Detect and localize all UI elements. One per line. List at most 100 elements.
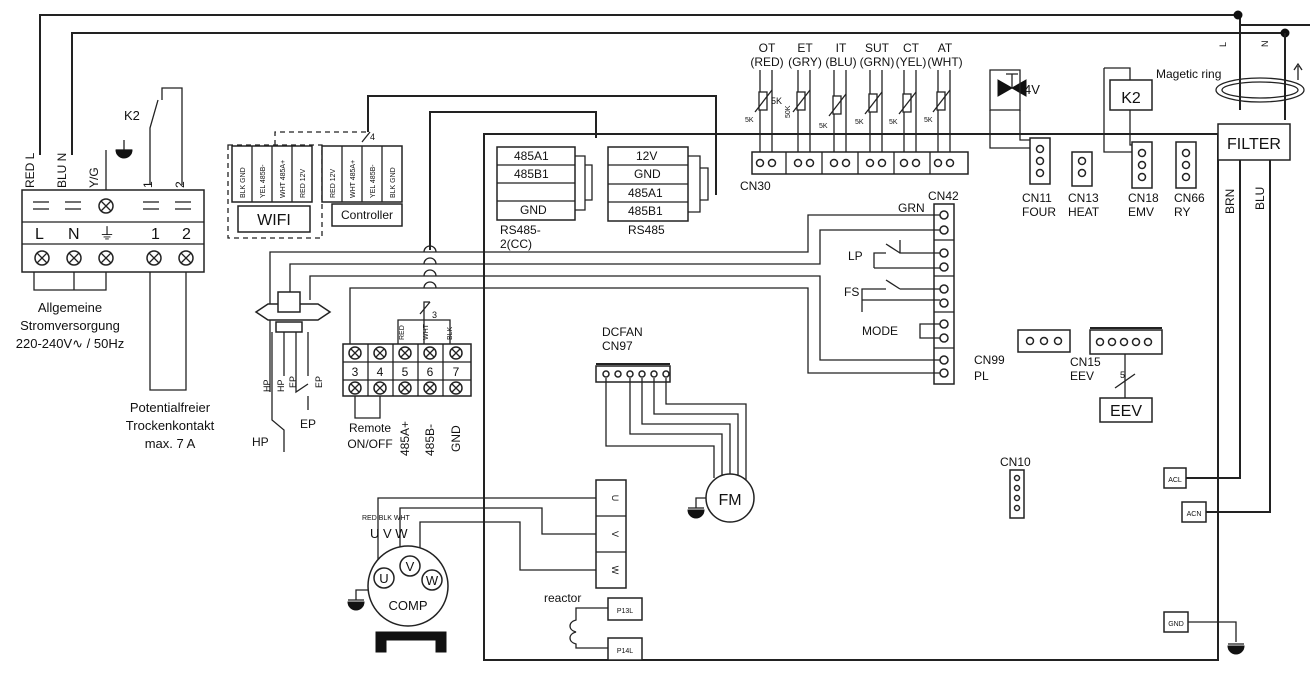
svg-text:EEV: EEV xyxy=(1070,369,1094,383)
controller-wire-count: 4 xyxy=(370,132,375,142)
svg-text:(YEL): (YEL) xyxy=(896,55,927,69)
svg-text:MODE: MODE xyxy=(862,324,898,338)
filter-top-n: N xyxy=(1260,41,1270,48)
svg-text:LP: LP xyxy=(848,249,863,263)
fan-motor-label: FM xyxy=(718,492,741,509)
terminal-l: L xyxy=(35,226,44,243)
svg-text:W: W xyxy=(426,573,439,588)
terminal-2: 2 xyxy=(182,226,191,243)
comp-label: COMP xyxy=(389,598,428,613)
svg-text:485A1: 485A1 xyxy=(514,149,549,163)
svg-text:220-240V∿ / 50Hz: 220-240V∿ / 50Hz xyxy=(16,336,124,351)
cn13-connector: CN13 HEAT xyxy=(1068,151,1100,219)
svg-text:Potentialfreier: Potentialfreier xyxy=(130,400,211,415)
cn42-connector: CN42 GRN xyxy=(898,189,959,385)
fs-switch: FS xyxy=(844,279,940,301)
cn30-connector: CN30 xyxy=(740,151,969,193)
cn15-connector: CN15 EEV 5 EEV xyxy=(1070,327,1163,423)
terminal-n: N xyxy=(68,226,80,243)
svg-text:PL: PL xyxy=(974,369,989,383)
dcfan-connector: DCFAN CN97 xyxy=(595,325,747,482)
wire-label-2: 2 xyxy=(173,181,187,188)
cn11-connector: CN11 FOUR xyxy=(1022,137,1056,219)
wifi-pin-4: RED 12V xyxy=(300,168,307,198)
svg-text:FS: FS xyxy=(844,285,859,299)
board-terminals: ACL ACN GND xyxy=(1163,467,1245,655)
wifi-controller-group: BLK GND YEL 485B- WHT 485A+ RED 12V WIFI… xyxy=(227,95,717,239)
sensor-sut-value: 5K xyxy=(855,119,864,126)
svg-text:V: V xyxy=(610,531,620,537)
svg-text:RED: RED xyxy=(399,325,406,340)
cn99-label: CN99 PL xyxy=(974,353,1005,383)
wifi-pin-3: WHT 485A+ xyxy=(280,160,287,198)
cn99-connector xyxy=(1017,329,1071,353)
k2-relay: K2 xyxy=(1103,67,1153,153)
svg-text:CN99: CN99 xyxy=(974,353,1005,367)
svg-text:(RED): (RED) xyxy=(750,55,783,69)
pressure-switch: HP HP EP EP EP HP xyxy=(252,291,332,452)
svg-text:P13L: P13L xyxy=(617,608,633,615)
svg-text:485A1: 485A1 xyxy=(628,186,663,200)
svg-text:(GRN): (GRN) xyxy=(860,55,895,69)
svg-text:3: 3 xyxy=(432,310,437,320)
acn-terminal: ACN xyxy=(1187,511,1202,518)
terminal-1: 1 xyxy=(151,226,160,243)
reactor: reactor P13L P14L xyxy=(544,591,643,661)
svg-text:HEAT: HEAT xyxy=(1068,205,1100,219)
svg-text:HP: HP xyxy=(262,379,272,392)
svg-text:FOUR: FOUR xyxy=(1022,205,1056,219)
svg-text:AT: AT xyxy=(938,41,953,55)
magnetic-ring: Magetic ring xyxy=(1156,33,1305,120)
cn42-label: CN42 xyxy=(928,189,959,203)
svg-text:W: W xyxy=(610,566,620,575)
cn10-connector: CN10 xyxy=(1000,455,1031,519)
svg-text:6: 6 xyxy=(427,365,434,379)
controller-pin-1: RED 12V xyxy=(330,168,337,198)
svg-text:Remote: Remote xyxy=(349,421,391,435)
svg-text:EP: EP xyxy=(314,376,324,388)
svg-text:P14L: P14L xyxy=(617,648,633,655)
svg-text:RY: RY xyxy=(1174,205,1190,219)
sensor-ot-value: 5K xyxy=(745,117,754,124)
main-terminal-block: RED L BLU N Y/G 1 2 L N ⏚ 1 2 K2 xyxy=(21,87,205,391)
compressor: RED BLK WHT U V W U V W COMP xyxy=(347,515,449,653)
eev-label: EEV xyxy=(1110,403,1142,420)
filter-top-l: L xyxy=(1218,42,1228,47)
sensor-et-value: 50K xyxy=(785,105,792,118)
svg-text:max. 7 A: max. 7 A xyxy=(145,436,196,451)
cn66-connector: CN66 RY xyxy=(1174,141,1205,219)
svg-text:WHT: WHT xyxy=(423,323,430,340)
low-voltage-terminal-block: 3 4 5 6 7 RED WHT BLK 3 Remote ON/OFF 48… xyxy=(342,301,472,456)
svg-text:RS485-: RS485- xyxy=(500,223,541,237)
svg-text:5: 5 xyxy=(402,365,409,379)
svg-text:(WHT): (WHT) xyxy=(927,55,962,69)
controller-pin-3: YEL 485B- xyxy=(370,164,377,198)
svg-text:ET: ET xyxy=(797,41,813,55)
svg-text:485B-: 485B- xyxy=(423,424,437,456)
svg-text:reactor: reactor xyxy=(544,591,581,605)
fan-motor: FM xyxy=(687,473,755,523)
hp-label: HP xyxy=(252,435,269,449)
cn42-wires xyxy=(269,214,940,392)
svg-text:IT: IT xyxy=(836,41,847,55)
wire-label-blu-n: BLU N xyxy=(55,153,69,188)
gnd-terminal: GND xyxy=(1168,621,1184,628)
svg-text:5: 5 xyxy=(1120,370,1125,380)
svg-text:U: U xyxy=(610,495,620,502)
controller-pin-4: BLK GND xyxy=(390,167,397,198)
wire-label-1: 1 xyxy=(141,181,155,188)
svg-text:GND: GND xyxy=(520,203,547,217)
svg-text:5K: 5K xyxy=(771,96,782,106)
controller-label: Controller xyxy=(341,208,393,222)
wifi-label: WIFI xyxy=(257,212,291,229)
wifi-pin-2: YEL 485B- xyxy=(260,164,267,198)
k2-relay-label: K2 xyxy=(1121,90,1141,107)
four-way-valve: 4V xyxy=(989,69,1040,149)
svg-text:V: V xyxy=(406,559,415,574)
svg-text:DCFAN: DCFAN xyxy=(602,325,643,339)
wire-label-yg: Y/G xyxy=(87,167,101,188)
svg-text:RS485: RS485 xyxy=(628,223,665,237)
filter-brn: BRN xyxy=(1223,189,1237,214)
acl-terminal: ACL xyxy=(1168,477,1182,484)
